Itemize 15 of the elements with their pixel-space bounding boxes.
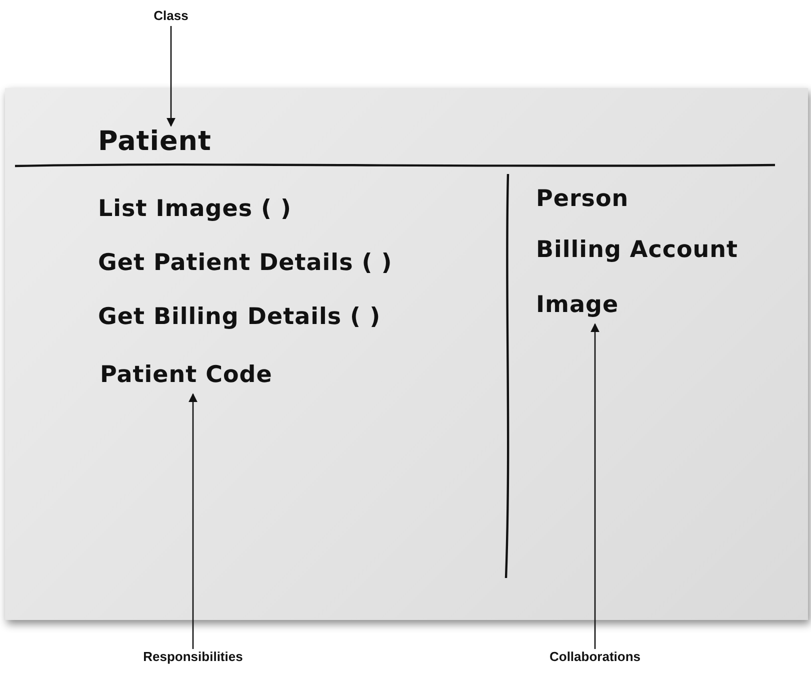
- annotation-label: Responsibilities: [138, 649, 248, 667]
- class-name: Patient: [98, 126, 238, 162]
- card-entry: Person: [536, 186, 646, 216]
- card-entry: List Images ( ): [98, 196, 338, 228]
- annotation-label: Collaborations: [540, 649, 650, 667]
- card-entry: Image: [536, 292, 646, 324]
- arrow: [166, 26, 176, 127]
- card-entry: Patient Code: [100, 362, 310, 394]
- arrow: [188, 393, 198, 649]
- index-card: [5, 88, 808, 620]
- card-entry: Billing Account: [536, 237, 766, 269]
- card-entry: Get Patient Details ( ): [98, 250, 398, 282]
- arrow: [590, 323, 600, 649]
- card-entry: Get Billing Details ( ): [98, 304, 398, 336]
- annotation-label: Class: [148, 8, 194, 26]
